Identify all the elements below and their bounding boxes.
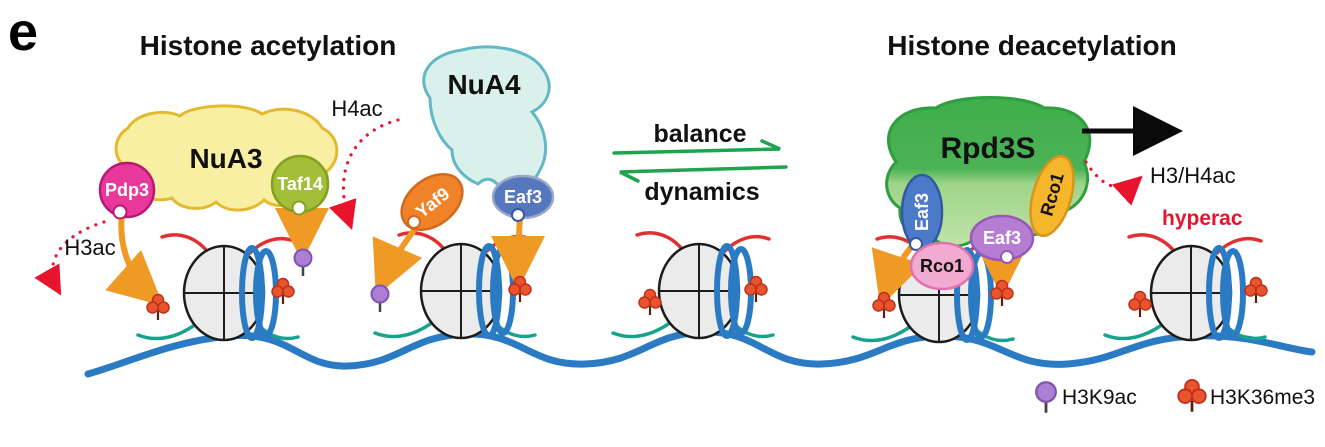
h3k9ac-mark: [293, 248, 313, 278]
legend-h3k36me3-label: H3K36me3: [1210, 386, 1315, 409]
panel-letter: e: [8, 2, 38, 62]
taf14-binding-notch: [291, 200, 307, 216]
pdp3-arrow: [105, 211, 164, 306]
h3k36me3-mark: [145, 293, 171, 322]
nua4-body: [422, 45, 551, 194]
yaf9-subunit: Yaf9: [400, 173, 464, 231]
nua3-label: NuA3: [189, 143, 262, 174]
h4ac-dotted-arrow: [329, 118, 400, 231]
rco1-left-label: Rco1: [920, 256, 964, 276]
nua4-label: NuA4: [447, 69, 521, 100]
h3k36me3-mark: [1127, 290, 1153, 319]
h3k36me3-mark: [989, 279, 1015, 308]
yaf9-binding-notch: [407, 215, 421, 229]
pdp3-label: Pdp3: [105, 180, 149, 200]
dynamics-label: dynamics: [644, 178, 759, 206]
taf14-arrow: [274, 207, 329, 262]
h3k36me3-mark: [1243, 276, 1269, 305]
nua4-complex: NuA4 Yaf9 Eaf3: [400, 45, 555, 231]
equilibrium-arrow-left: [619, 165, 788, 183]
eaf3-nua4-subunit: Eaf3: [491, 174, 555, 222]
rco1-left-shape: [909, 241, 975, 291]
rpd3s-label: Rpd3S: [940, 132, 1035, 165]
legend-h3k36me3-icon: [1176, 378, 1208, 414]
h3k36me3-mark: [871, 291, 897, 320]
eaf3-binding-notch: [511, 208, 525, 222]
heading-deacetylation: Histone deacetylation: [887, 30, 1176, 61]
nucleosome-5: [1105, 235, 1265, 340]
rco1-right-subunit: Rco1: [1029, 154, 1075, 238]
eaf3-right-binding-notch: [1000, 250, 1014, 264]
h4ac-label: H4ac: [331, 96, 382, 121]
h3ac-label: H3ac: [64, 235, 115, 260]
legend: H3K9ac H3K36me3: [1034, 378, 1315, 415]
legend-h3k9ac-icon: [1034, 380, 1058, 415]
heading-acetylation: Histone acetylation: [140, 30, 397, 61]
rpd3s-complex: Rpd3S Rco1 Eaf3 Rco1 Eaf3: [885, 96, 1092, 291]
eaf3-nua4-arrow: [491, 213, 546, 290]
eaf3-left-subunit: Eaf3: [900, 173, 944, 251]
rpd3s-eaf3-left-arrow: [871, 243, 924, 308]
pdp3-binding-notch: [112, 204, 128, 220]
dotted-mark-arrows: [34, 118, 1143, 296]
legend-h3k9ac-label: H3K9ac: [1062, 386, 1137, 409]
eaf3-right-subunit: Eaf3: [969, 214, 1035, 264]
balance-label: balance: [653, 120, 746, 148]
h3ac-dotted-arrow: [34, 220, 106, 296]
eaf3-left-binding-notch: [909, 237, 923, 251]
h3k36me3-mark: [637, 288, 663, 317]
pdp3-subunit: [98, 161, 156, 219]
yaf9-arrow: [372, 219, 423, 297]
eaf3-nua4-label: Eaf3: [504, 187, 542, 207]
eaf3-left-label: Eaf3: [912, 193, 932, 231]
equilibrium: balance dynamics: [612, 120, 788, 206]
taf14-label: Taf14: [277, 174, 323, 194]
nua3-complex: NuA3 Pdp3 Taf14: [98, 104, 339, 220]
h3h4ac-dotted-arrow: [1084, 160, 1143, 206]
eaf3-right-label: Eaf3: [983, 228, 1021, 248]
h3k9ac-mark: [370, 284, 390, 314]
rco1-right-shape: [1029, 154, 1075, 238]
rco1-left-subunit: Rco1: [909, 241, 975, 291]
hyperac-label: hyperac: [1162, 207, 1243, 230]
equilibrium-arrow-right: [612, 139, 781, 155]
h3h4ac-label: H3/H4ac: [1150, 163, 1236, 188]
